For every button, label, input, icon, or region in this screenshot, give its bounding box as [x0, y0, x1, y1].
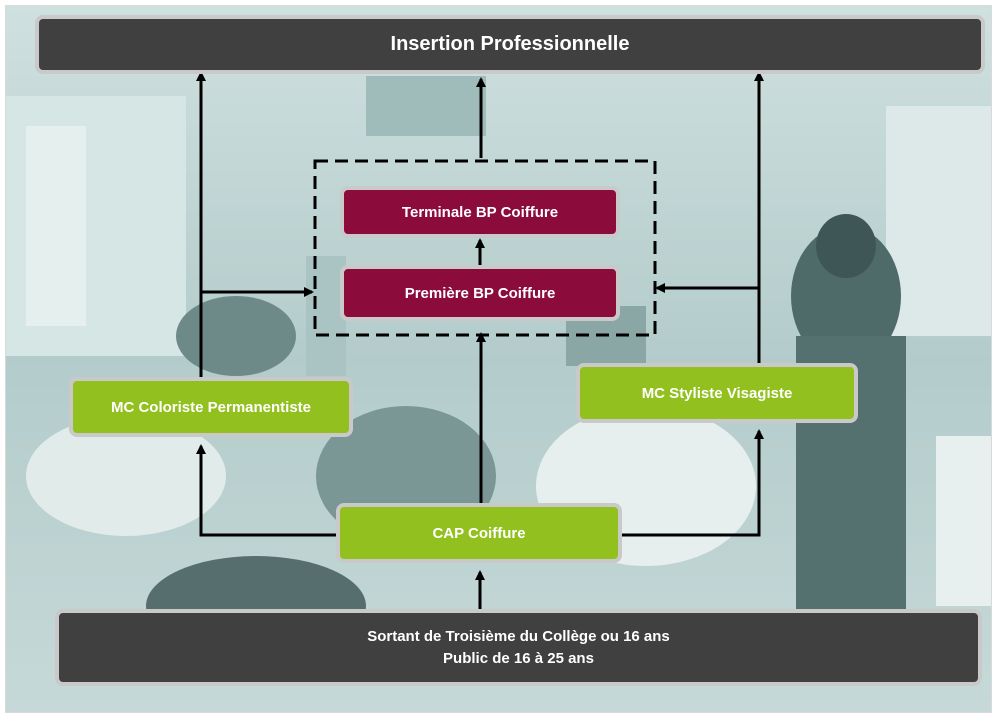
background-photo: [5, 5, 992, 713]
premiere-bp-label: Première BP Coiffure: [404, 284, 556, 302]
mc-coloriste-label: MC Coloriste Permanentiste: [110, 398, 312, 416]
premiere-bp-box: Première BP Coiffure: [340, 265, 620, 321]
background-photo-art: [6, 6, 991, 712]
cap-coiffure-box: CAP Coiffure: [336, 503, 622, 563]
insertion-professionnelle-label: Insertion Professionnelle: [390, 33, 630, 55]
insertion-professionnelle-box: Insertion Professionnelle: [35, 15, 985, 74]
entry-line-1: Sortant de Troisième du Collège ou 16 an…: [367, 627, 670, 645]
terminale-bp-label: Terminale BP Coiffure: [401, 203, 559, 221]
terminale-bp-box: Terminale BP Coiffure: [340, 186, 620, 238]
cap-coiffure-label: CAP Coiffure: [432, 524, 526, 542]
mc-coloriste-box: MC Coloriste Permanentiste: [69, 377, 353, 437]
entry-line-2: Public de 16 à 25 ans: [443, 649, 594, 667]
entry-requirements-box: Sortant de Troisième du Collège ou 16 an…: [55, 609, 982, 686]
mc-styliste-label: MC Styliste Visagiste: [641, 384, 793, 402]
mc-styliste-box: MC Styliste Visagiste: [576, 363, 858, 423]
